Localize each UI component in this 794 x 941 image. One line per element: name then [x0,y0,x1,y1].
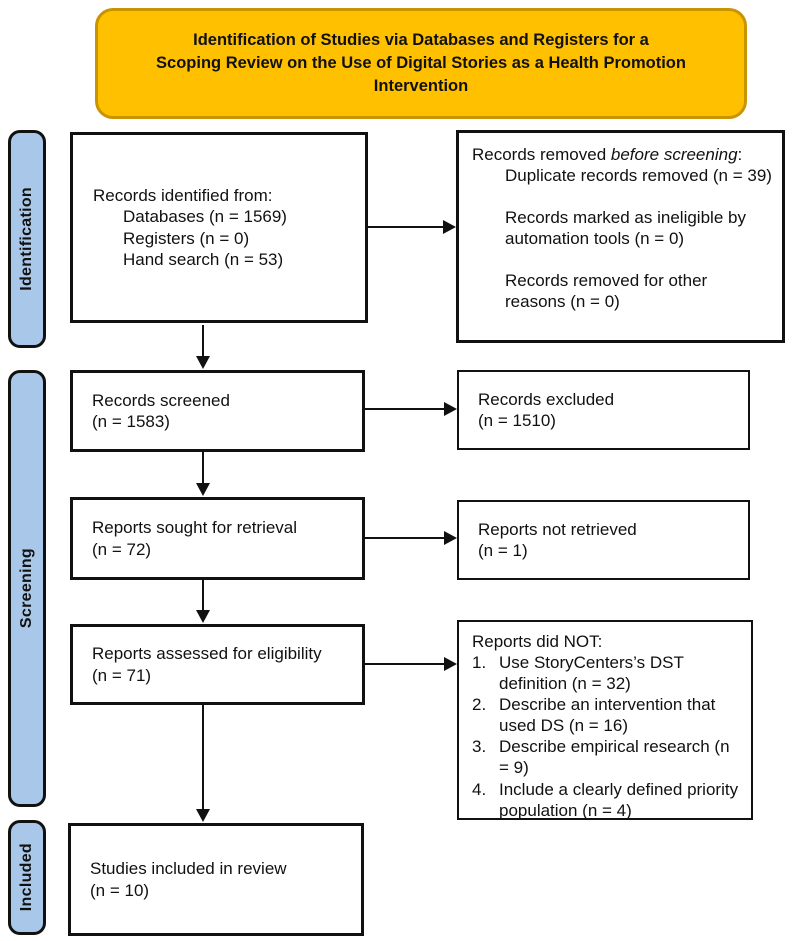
records-removed-duplicates: Duplicate records removed (n = 39) [505,166,772,186]
stage-bar-included: Included [8,820,46,935]
records-excluded-count: (n = 1510) [478,411,556,430]
did-not-item-2: 2. Describe an intervention that used DS… [472,695,716,736]
reports-not-retrieved-label: Reports not retrieved [478,519,637,539]
studies-included-label: Studies included in review [90,859,287,879]
box-records-excluded: Records excluded (n = 1510) [457,370,750,450]
box-studies-included: Studies included in review (n = 10) [68,823,364,936]
title-line-1: Identification of Studies via Databases … [193,31,649,50]
reports-not-retrieved-count: (n = 1) [478,541,528,560]
records-screened-label: Records screened [92,390,230,410]
stage-label-identification: Identification [18,187,35,291]
stage-label-screening: Screening [18,548,35,629]
records-screened-count: (n = 1583) [92,412,170,431]
records-removed-automation: Records marked as ineligible by automati… [505,208,746,249]
did-not-item-1: 1. Use StoryCenters’s DST definition (n … [472,653,684,694]
box-reports-assessed: Reports assessed for eligibility (n = 71… [70,624,365,705]
records-identified-title: Records identified from: [93,186,273,206]
arrow-screened-to-sought [196,452,210,496]
box-records-removed: Records removed before screening: Duplic… [456,130,785,343]
stage-label-included: Included [18,843,35,912]
reports-assessed-label: Reports assessed for eligibility [92,644,322,664]
arrow-sought-to-not-retrieved [365,531,457,545]
arrow-identified-to-screened [196,325,210,369]
box-records-identified: Records identified from: Databases (n = … [70,132,368,323]
records-removed-title: Records removed before screening: [472,145,743,164]
arrow-sought-to-assessed [196,580,210,623]
records-identified-registers: Registers (n = 0) [123,228,250,248]
studies-included-count: (n = 10) [90,880,150,900]
diagram-title-banner: Identification of Studies via Databases … [95,8,747,119]
box-reports-did-not: Reports did NOT: 1. Use StoryCenters’s D… [457,620,753,820]
records-removed-title-italic: before screening [610,145,738,164]
reports-sought-count: (n = 72) [92,539,152,559]
arrow-identified-to-removed [368,220,456,234]
title-line-3: Intervention [373,76,469,95]
reports-assessed-count: (n = 71) [92,665,152,685]
stage-bar-identification: Identification [8,130,46,348]
reports-did-not-title: Reports did NOT: [472,632,603,651]
did-not-item-4: 4. Include a clearly defined priority po… [472,779,739,820]
box-records-screened: Records screened (n = 1583) [70,370,365,452]
arrow-assessed-to-did-not [365,657,457,671]
stage-bar-screening: Screening [8,370,46,807]
records-identified-databases: Databases (n = 1569) [123,207,287,227]
box-reports-sought: Reports sought for retrieval (n = 72) [70,497,365,580]
records-removed-other: Records removed for other reasons (n = 0… [505,271,708,312]
records-excluded-label: Records excluded [478,389,615,409]
reports-sought-label: Reports sought for retrieval [92,518,298,538]
arrow-screened-to-excluded [365,402,457,416]
did-not-item-3: 3. Describe empirical research (n = 9) [472,737,730,778]
box-reports-not-retrieved: Reports not retrieved (n = 1) [457,500,750,580]
title-line-2: Scoping Review on the Use of Digital Sto… [156,54,686,73]
arrow-assessed-to-included [196,705,210,822]
records-identified-hand-search: Hand search (n = 53) [123,249,284,269]
